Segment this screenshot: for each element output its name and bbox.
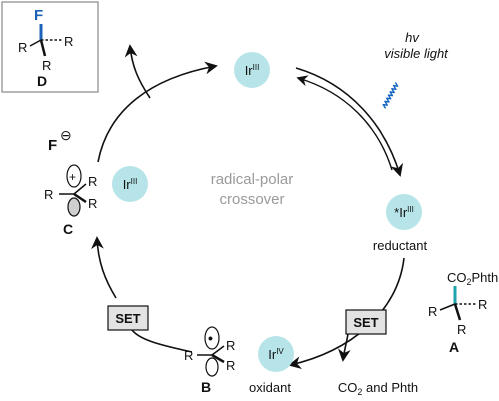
arrow-fluoride-release	[124, 44, 151, 99]
c-charge: +	[69, 170, 76, 184]
d-fluorine: F	[34, 7, 43, 24]
b-orbital-bottom	[205, 357, 219, 377]
c-orbital-top	[66, 164, 82, 188]
c-bond-r2	[73, 183, 87, 195]
fluoride-charge: ⊖	[60, 127, 72, 143]
a-label: A	[449, 339, 459, 355]
product-d-box	[1, 1, 99, 93]
c-r3: R	[88, 196, 97, 211]
set-box-left	[107, 305, 149, 331]
center-label-line1: radical-polar	[211, 171, 294, 188]
reductant-label: reductant	[373, 238, 428, 253]
b-radical: •	[208, 330, 213, 346]
set-label-right: SET	[353, 315, 378, 330]
arrow-c-to-top	[97, 61, 218, 163]
catalyst-center-label: IrIII	[123, 177, 138, 192]
c-r1: R	[44, 187, 53, 202]
arrow-b-to-set	[131, 329, 193, 353]
b-orbital-top	[204, 326, 220, 350]
b-r3: R	[226, 358, 235, 373]
set-box-right	[345, 309, 387, 335]
arrow-excitation-outer	[295, 67, 403, 177]
b-r2: R	[226, 338, 235, 353]
oxidant-label: oxidant	[249, 380, 291, 395]
light-hv: hv	[405, 30, 420, 45]
a-ester: CO2Phth	[447, 270, 498, 287]
b-label: B	[201, 379, 211, 395]
light-visible: visible light	[384, 46, 449, 61]
d-r2: R	[64, 34, 73, 49]
catalyst-excited-circle	[386, 194, 422, 230]
c-r2: R	[88, 174, 97, 189]
c-orbital-bottom	[67, 197, 81, 217]
fluoride-symbol: F	[48, 137, 57, 154]
catalyst-excited-label: *IrIII	[394, 205, 414, 220]
a-bond-r1	[439, 303, 456, 311]
a-r3: R	[457, 322, 466, 337]
set-label-left: SET	[115, 311, 140, 326]
d-bond-r3	[39, 39, 47, 57]
a-r1: R	[428, 304, 437, 319]
b-r1: R	[184, 348, 193, 363]
d-r1: R	[18, 40, 27, 55]
light-wave-arrow	[382, 82, 399, 109]
catalyst-oxidized-circle	[258, 336, 294, 372]
catalyst-top-label: IrIII	[245, 63, 260, 78]
c-label: C	[63, 221, 73, 237]
catalyst-top-circle	[234, 52, 270, 88]
d-label: D	[37, 73, 47, 89]
catalyst-center-circle	[112, 166, 148, 202]
catalyst-oxidized-label: IrIV	[268, 347, 284, 362]
center-label-line2: crossover	[219, 191, 284, 208]
a-bond-r3	[453, 303, 462, 321]
arrow-byproduct-release	[338, 333, 351, 362]
d-r3: R	[42, 58, 51, 73]
b-bond-r3	[211, 353, 225, 364]
byproducts-label: CO2 and Phth	[338, 380, 418, 397]
c-bond-r3	[73, 192, 87, 204]
a-r2: R	[478, 297, 487, 312]
b-bond-r2	[211, 345, 225, 356]
arrow-relaxation-inner	[296, 75, 393, 171]
d-bond-r1	[29, 39, 42, 47]
arrow-set-to-c	[91, 236, 117, 299]
